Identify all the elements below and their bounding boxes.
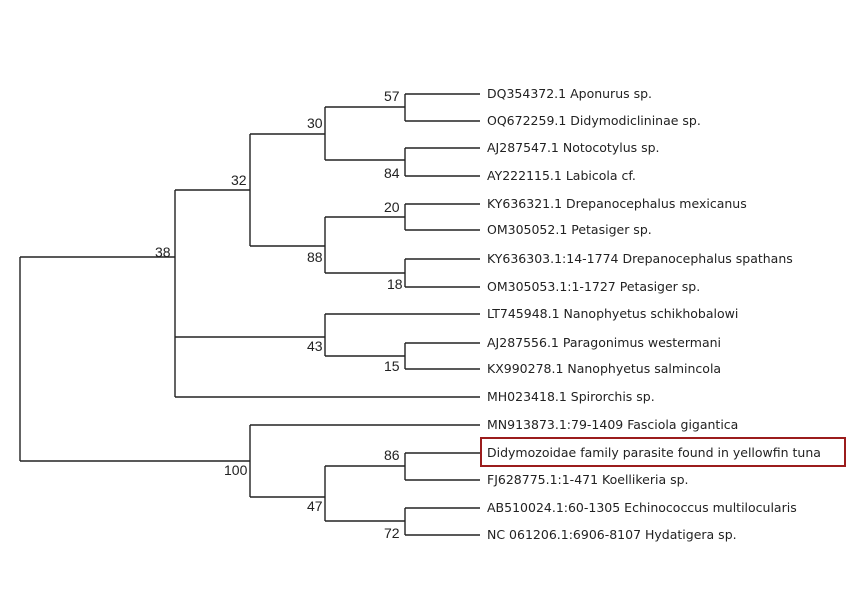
support-value-43: 43 bbox=[307, 338, 323, 354]
branch-node-88 bbox=[324, 216, 405, 274]
support-value-72: 72 bbox=[384, 525, 400, 541]
taxon-label: KY636321.1 Drepanocephalus mexicanus bbox=[487, 196, 747, 211]
support-value-18: 18 bbox=[387, 276, 403, 292]
taxon-label: OQ672259.1 Didymodiclininae sp. bbox=[487, 113, 701, 128]
taxon-label: LT745948.1 Nanophyetus schikhobalowi bbox=[487, 306, 738, 321]
support-value-38: 38 bbox=[155, 244, 171, 260]
support-value-84: 84 bbox=[384, 165, 400, 181]
support-value-57: 57 bbox=[384, 88, 400, 104]
taxon-label: NC 061206.1:6906-8107 Hydatigera sp. bbox=[487, 527, 737, 542]
support-value-88: 88 bbox=[307, 249, 323, 265]
taxon-label: AB510024.1:60-1305 Echinococcus multiloc… bbox=[487, 500, 797, 515]
branch-node-72 bbox=[404, 507, 480, 536]
branch-node-47 bbox=[324, 465, 405, 522]
branch-node-84 bbox=[404, 147, 480, 177]
tree-branches bbox=[19, 93, 480, 536]
branch-node-30 bbox=[324, 106, 405, 161]
support-value-20: 20 bbox=[384, 199, 400, 215]
support-value-32: 32 bbox=[231, 172, 247, 188]
taxon-label: OM305053.1:1-1727 Petasiger sp. bbox=[487, 279, 700, 294]
branch-node-15 bbox=[404, 342, 480, 370]
branch-node-43 bbox=[324, 313, 480, 357]
taxon-label: OM305052.1 Petasiger sp. bbox=[487, 222, 652, 237]
branch-root bbox=[19, 256, 250, 462]
support-values: 57 84 30 20 18 88 32 15 43 38 86 72 47 1… bbox=[155, 88, 403, 541]
branch-node-38 bbox=[174, 189, 480, 398]
taxon-label: DQ354372.1 Aponurus sp. bbox=[487, 86, 652, 101]
taxon-label: KX990278.1 Nanophyetus salmincola bbox=[487, 361, 721, 376]
highlighted-taxon-box bbox=[480, 437, 846, 467]
branch-node-20 bbox=[404, 203, 480, 231]
taxon-label: MN913873.1:79-1409 Fasciola gigantica bbox=[487, 417, 738, 432]
branch-node-18 bbox=[404, 258, 480, 288]
taxon-label: KY636303.1:14-1774 Drepanocephalus spath… bbox=[487, 251, 793, 266]
support-value-15: 15 bbox=[384, 358, 400, 374]
highlighted-taxon-label: Didymozoidae family parasite found in ye… bbox=[487, 445, 821, 460]
branch-node-32 bbox=[249, 133, 325, 247]
branch-node-57 bbox=[404, 93, 480, 122]
support-value-100: 100 bbox=[224, 462, 248, 478]
support-value-30: 30 bbox=[307, 115, 323, 131]
taxon-label: MH023418.1 Spirorchis sp. bbox=[487, 389, 655, 404]
support-value-86: 86 bbox=[384, 447, 400, 463]
branch-node-100 bbox=[249, 424, 480, 498]
taxon-label: AJ287547.1 Notocotylus sp. bbox=[487, 140, 660, 155]
support-value-47: 47 bbox=[307, 498, 323, 514]
taxon-label: FJ628775.1:1-471 Koellikeria sp. bbox=[487, 472, 689, 487]
taxon-labels: DQ354372.1 Aponurus sp. OQ672259.1 Didym… bbox=[487, 86, 821, 542]
taxon-label: AY222115.1 Labicola cf. bbox=[487, 168, 636, 183]
branch-node-86 bbox=[404, 452, 480, 481]
taxon-label: AJ287556.1 Paragonimus westermani bbox=[487, 335, 721, 350]
